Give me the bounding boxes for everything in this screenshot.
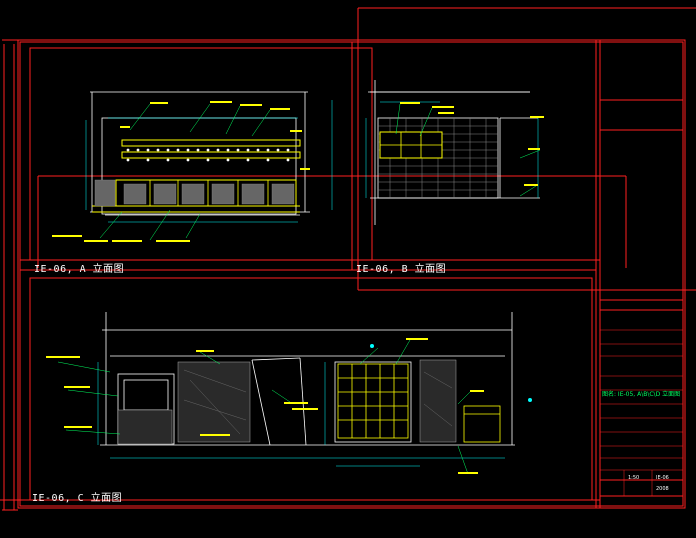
title-block-date: 2008 <box>656 486 669 492</box>
view-title-b: IE-06, B 立面图 <box>356 264 447 275</box>
title-block <box>600 329 683 496</box>
elevation-b[interactable] <box>365 80 544 225</box>
elevation-a[interactable] <box>52 91 333 242</box>
stone-panels <box>117 359 457 445</box>
title-block-sheet-no: IE-06 <box>656 475 669 481</box>
view-title-c: IE-06, C 立面图 <box>32 493 123 504</box>
title-block-drawing-title: 图名: IE-05, A\B\C\D 立面图 <box>602 391 681 398</box>
title-block-scale: 1:50 <box>628 475 640 481</box>
elevation-c[interactable] <box>46 312 532 475</box>
view-title-a: IE-06, A 立面图 <box>34 264 125 275</box>
